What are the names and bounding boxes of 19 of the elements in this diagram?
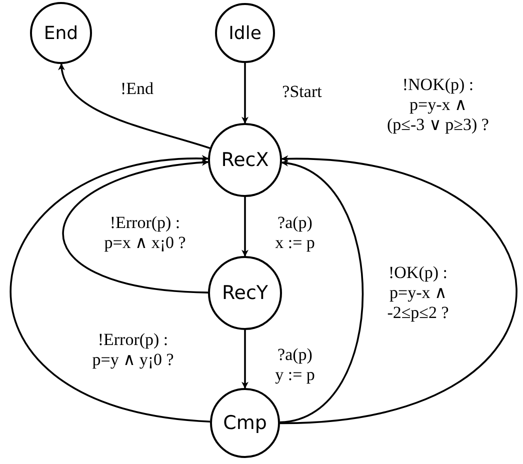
arrow <box>280 160 364 424</box>
arrow <box>242 63 248 124</box>
edge-label: ?a(p) x := p <box>273 213 317 253</box>
arrow <box>62 159 209 294</box>
edge-label: ?a(p) y := p <box>273 345 317 385</box>
edge-label: !Error(p) : p=y ∧ y¡0 ? <box>90 330 176 370</box>
arrow <box>280 156 518 424</box>
arrow <box>242 197 248 257</box>
arrow <box>58 63 210 150</box>
edge-label: !OK(p) : p=y-x ∧ -2≤p≤2 ? <box>385 263 451 323</box>
arrow <box>242 330 248 389</box>
state-name: End <box>44 22 78 44</box>
state-name: Idle <box>228 22 262 44</box>
edge-label: !Error(p) : p=x ∧ x¡0 ? <box>102 213 188 253</box>
state-name: RecX <box>221 149 269 171</box>
state-name: RecY <box>222 282 268 304</box>
arrow <box>10 156 210 422</box>
edge-label: !NOK(p) : p=y-x ∧ (p≤-3 ∨ p≥3) ? <box>385 75 491 135</box>
state-name: Cmp <box>223 412 267 434</box>
